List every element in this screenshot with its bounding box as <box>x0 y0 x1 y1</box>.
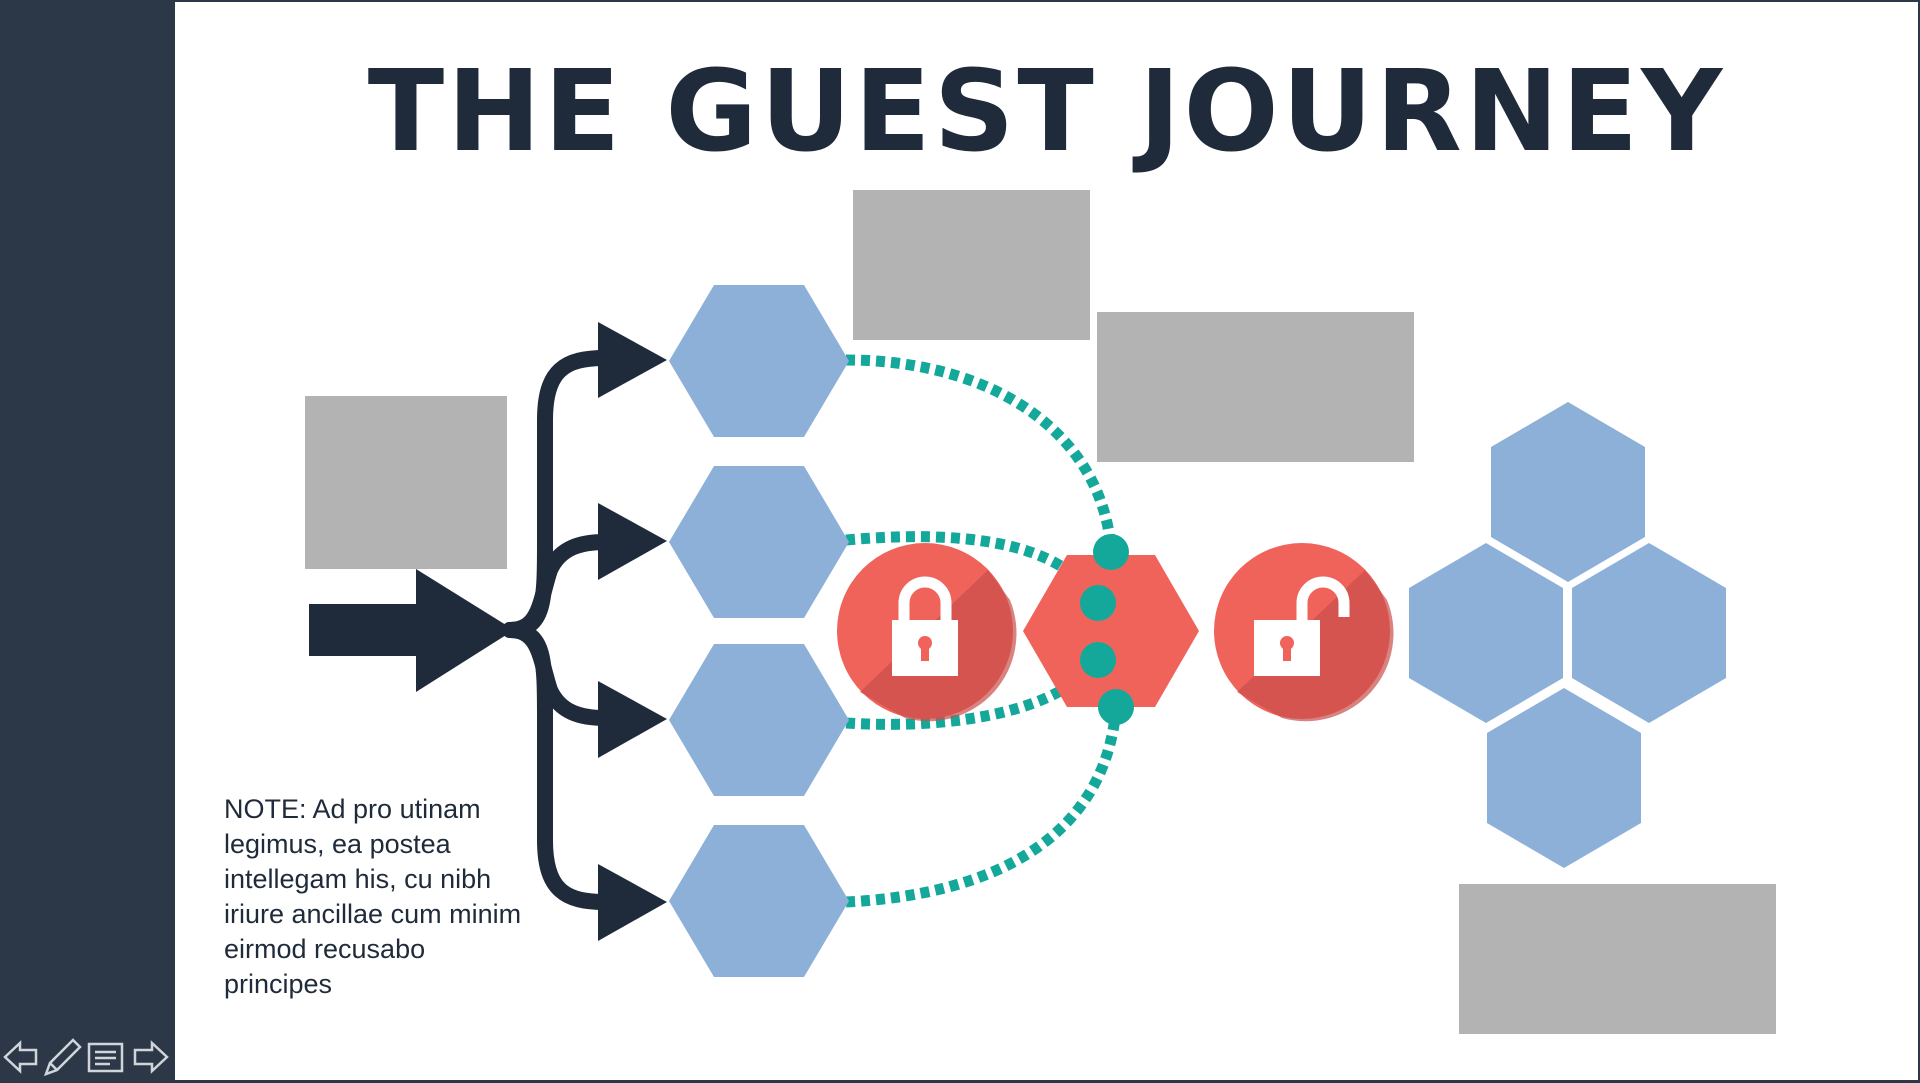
placeholder-box-top <box>853 190 1090 340</box>
slide-title: THE GUEST JOURNEY <box>367 47 1726 177</box>
unlock-badge <box>1214 543 1394 722</box>
pencil-icon[interactable] <box>43 1038 82 1077</box>
lock-icon <box>892 576 958 676</box>
hexagon-checkpoint <box>1023 555 1199 707</box>
arrowhead-4 <box>598 864 667 941</box>
branch-arrowheads <box>598 322 667 941</box>
placeholder-box-middle <box>1097 312 1414 462</box>
stage-hexagons <box>669 285 849 977</box>
main-arrow <box>309 569 514 692</box>
branch-lines <box>502 350 613 910</box>
presentation-controls <box>3 1038 169 1077</box>
placeholder-box-bottom <box>1459 884 1776 1034</box>
cluster-hexagon-top <box>1491 402 1645 582</box>
arrow-right-icon[interactable] <box>133 1040 169 1074</box>
arrowhead-1 <box>598 322 667 398</box>
hexagon-stage-1 <box>669 285 849 437</box>
note-text: NOTE: Ad pro utinam legimus, ea postea i… <box>224 794 522 999</box>
hexagon-cluster <box>1409 402 1726 868</box>
arrow-left-icon[interactable] <box>3 1040 38 1074</box>
cluster-hexagon-left <box>1409 543 1563 723</box>
hexagon-stage-2 <box>669 466 849 618</box>
cluster-hexagon-bottom <box>1487 688 1641 868</box>
cluster-hexagon-right <box>1572 543 1726 723</box>
hexagon-stage-4 <box>669 825 849 977</box>
notes-icon[interactable] <box>87 1042 124 1073</box>
unlock-icon <box>1254 576 1350 676</box>
arrowhead-2 <box>598 503 667 580</box>
hexagon-stage-3 <box>669 644 849 796</box>
arrowhead-3 <box>598 681 667 758</box>
placeholder-box-left <box>305 396 507 569</box>
sidebar <box>0 0 175 1083</box>
connector-dots <box>1080 534 1134 725</box>
lock-badge <box>837 543 1017 722</box>
